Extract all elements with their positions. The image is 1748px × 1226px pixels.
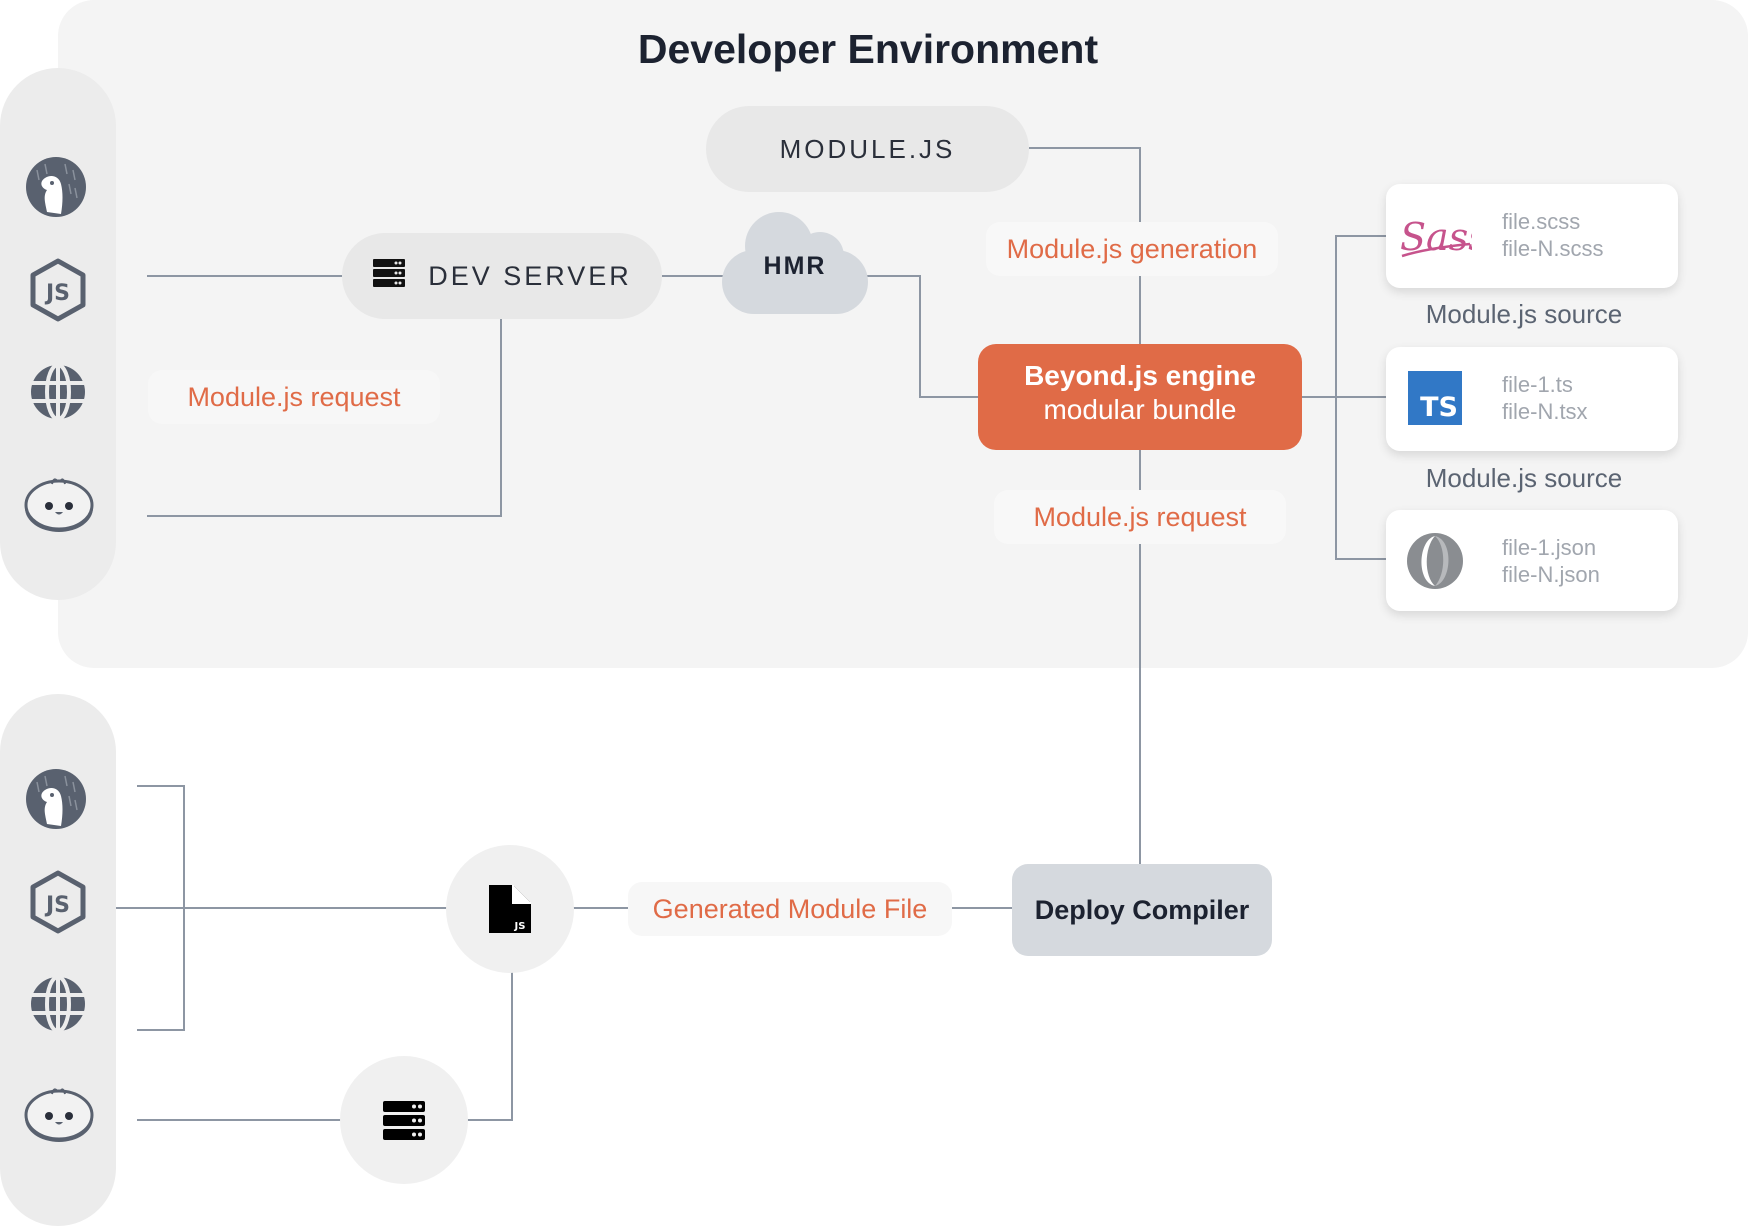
cloud-icon xyxy=(722,212,868,314)
dev-server-label: DEV SERVER xyxy=(428,260,632,291)
deno-icon xyxy=(25,156,87,218)
engine-subtitle: modular bundle xyxy=(1043,394,1237,425)
dev-server-pill: DEV SERVER xyxy=(342,233,662,319)
nodejs-icon: JS xyxy=(29,870,87,934)
source-file: file-N.scss xyxy=(1502,236,1604,261)
beyondjs-engine: Beyond.js engine modular bundle xyxy=(978,344,1302,450)
web-icon xyxy=(28,362,88,422)
deno-icon xyxy=(25,768,87,830)
line-hmr-engine xyxy=(866,275,978,398)
source-file: file.scss xyxy=(1502,209,1581,234)
runtime-bar-bottom: JS xyxy=(0,694,116,1226)
line-module-engine xyxy=(1029,147,1141,345)
bun-icon xyxy=(22,1080,96,1144)
server-icon xyxy=(383,1101,425,1140)
deploy-compiler: Deploy Compiler xyxy=(1012,864,1272,956)
source-file: file-N.json xyxy=(1502,562,1600,587)
runtime-bar-top: JS xyxy=(0,68,116,600)
source-card-json: file-1.json file-N.json xyxy=(1386,510,1678,611)
hmr-cloud: HMR xyxy=(722,210,868,314)
source-card-typescript: TS file-1.ts file-N.tsx xyxy=(1386,347,1678,451)
nodejs-icon: JS xyxy=(29,258,87,322)
ts-badge-text: TS xyxy=(1420,392,1458,423)
json-icon xyxy=(1398,524,1472,598)
server-icon xyxy=(372,258,406,295)
web-icon xyxy=(28,974,88,1034)
source-file: file-N.tsx xyxy=(1502,399,1588,424)
server-node xyxy=(340,1056,468,1184)
svg-text:Sass: Sass xyxy=(1400,215,1472,259)
svg-text:JS: JS xyxy=(44,893,70,918)
engine-title: Beyond.js engine xyxy=(1024,360,1256,391)
module-generation-label: Module.js generation xyxy=(986,222,1278,276)
source-file: file-1.ts xyxy=(1502,372,1573,397)
hmr-label: HMR xyxy=(763,252,827,280)
line-runtime-devserver-bottom xyxy=(147,318,502,517)
js-file-badge: JS xyxy=(514,921,526,932)
typescript-icon: TS xyxy=(1398,361,1472,435)
svg-text:JS: JS xyxy=(44,281,70,306)
js-file-icon: JS xyxy=(489,885,531,933)
line-jsfile-server xyxy=(467,970,513,1121)
bun-icon xyxy=(22,470,96,534)
source-file: file-1.json xyxy=(1502,535,1597,560)
source-caption: Module.js source xyxy=(1425,299,1623,329)
source-caption: Module.js source xyxy=(1425,463,1623,493)
source-card-sass: Sass file.scss file-N.scss xyxy=(1386,184,1678,288)
module-js-pill: MODULE.JS xyxy=(706,106,1029,192)
line-sources-bracket xyxy=(1335,235,1386,560)
module-request-label-left: Module.js request xyxy=(148,370,440,424)
diagram-title: Developer Environment xyxy=(637,26,1099,72)
module-request-label-center: Module.js request xyxy=(994,490,1286,544)
module-js-label: MODULE.JS xyxy=(779,133,956,164)
generated-module-file-label: Generated Module File xyxy=(628,882,952,936)
js-file-node: JS xyxy=(446,845,574,973)
sass-icon: Sass xyxy=(1398,198,1472,272)
